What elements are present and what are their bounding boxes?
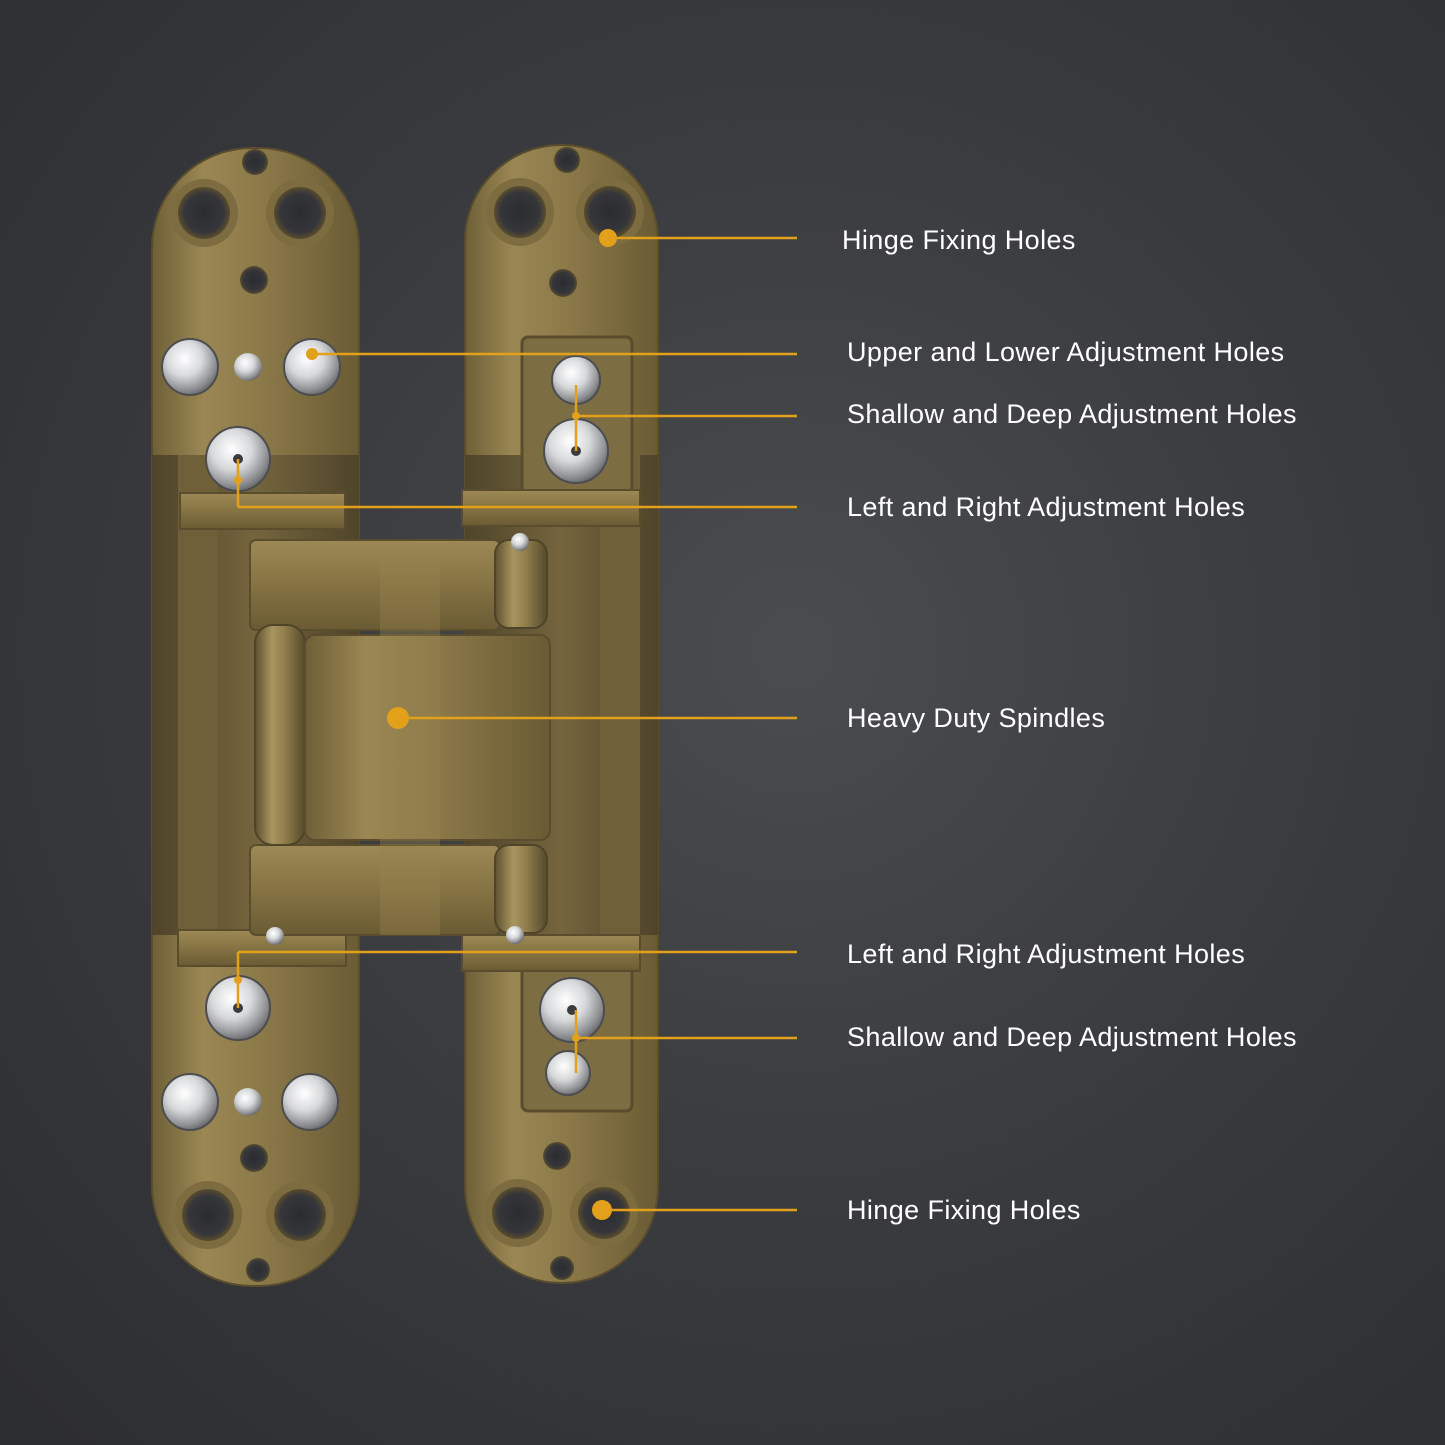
dot-shallow-deep-adjustment-holes-bottom bbox=[572, 1034, 580, 1042]
label-left-right-adjustment-holes-bottom: Left and Right Adjustment Holes bbox=[847, 939, 1246, 969]
label-left-right-adjustment-holes-top: Left and Right Adjustment Holes bbox=[847, 492, 1246, 522]
label-upper-lower-adjustment-holes: Upper and Lower Adjustment Holes bbox=[847, 337, 1285, 367]
dot-upper-lower-adjustment-holes bbox=[306, 348, 318, 360]
label-shallow-deep-adjustment-holes-top: Shallow and Deep Adjustment Holes bbox=[847, 399, 1297, 429]
dot-shallow-deep-adjustment-holes-top bbox=[572, 412, 580, 420]
dot-hinge-fixing-holes-bottom bbox=[592, 1200, 612, 1220]
dot-heavy-duty-spindles bbox=[387, 707, 409, 729]
hinge-crossbars bbox=[177, 489, 641, 972]
label-hinge-fixing-holes-bottom: Hinge Fixing Holes bbox=[847, 1195, 1081, 1225]
dot-left-right-adjustment-holes-bottom bbox=[234, 976, 242, 984]
dot-hinge-fixing-holes-top bbox=[599, 229, 617, 247]
label-hinge-fixing-holes-top: Hinge Fixing Holes bbox=[842, 225, 1076, 255]
label-shallow-deep-adjustment-holes-bottom: Shallow and Deep Adjustment Holes bbox=[847, 1022, 1297, 1052]
label-heavy-duty-spindles: Heavy Duty Spindles bbox=[847, 703, 1106, 733]
hinge-spindle-body bbox=[249, 539, 551, 936]
callout-dots bbox=[234, 229, 617, 1220]
dot-left-right-adjustment-holes-top bbox=[234, 476, 242, 484]
